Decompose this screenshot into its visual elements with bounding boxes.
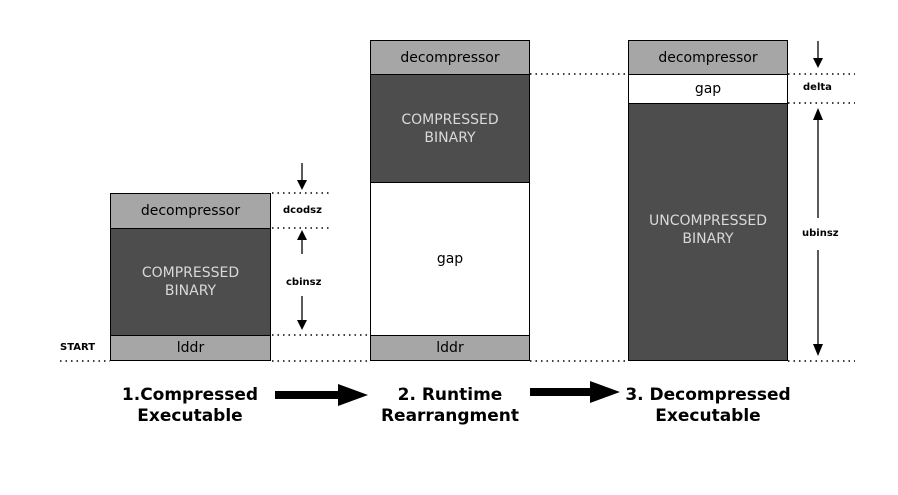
uncompressed-label-line1: UNCOMPRESSED (648, 213, 767, 229)
stage1-compressed-binary-block: COMPRESSED BINARY (110, 228, 271, 336)
compressed-label-line1: COMPRESSED (141, 264, 240, 281)
ubinsz-label: ubinsz (802, 228, 839, 239)
cbinsz-label: cbinsz (286, 277, 322, 288)
stage3-uncompressed-binary-block: UNCOMPRESSED BINARY (628, 103, 788, 361)
gap-label: gap (694, 81, 722, 97)
stage1-lddr-block: lddr (110, 335, 271, 361)
stage3-decompressor-block: decompressor (628, 40, 788, 75)
dcodsz-label: dcodsz (283, 205, 322, 216)
stage3-gap-block: gap (628, 74, 788, 104)
decompressor-label: decompressor (658, 49, 758, 66)
dcodsz-arrow-head (297, 180, 307, 190)
compressed-label-line1: COMPRESSED (401, 112, 499, 128)
stage2-gap-block: gap (370, 182, 530, 336)
compressed-label-line2: BINARY (424, 130, 476, 147)
gap-label: gap (436, 251, 464, 267)
uncompressed-label-line2: BINARY (682, 231, 734, 248)
cbinsz-down-arrow-head (297, 320, 307, 330)
lddr-label: lddr (176, 340, 205, 356)
decompressor-label: decompressor (400, 49, 500, 66)
delta-arrow-head (813, 58, 823, 68)
stage2-compressed-binary-block: COMPRESSED BINARY (370, 74, 530, 183)
ubinsz-down-arrow-head (813, 344, 823, 356)
stage2-decompressor-block: decompressor (370, 40, 530, 75)
start-label: START (60, 342, 96, 353)
compressed-label-line2: BINARY (164, 283, 217, 299)
lddr-label: lddr (436, 340, 464, 356)
stage2-lddr-block: lddr (370, 335, 530, 361)
delta-label: delta (803, 82, 832, 93)
stage1-decompressor-block: decompressor (110, 193, 271, 229)
ubinsz-up-arrow-head (813, 108, 823, 120)
decompressor-label: decompressor (140, 203, 241, 219)
cbinsz-up-arrow-head (297, 230, 307, 240)
stage-arrow-2 (530, 381, 620, 403)
stage-arrow-1 (275, 384, 368, 406)
